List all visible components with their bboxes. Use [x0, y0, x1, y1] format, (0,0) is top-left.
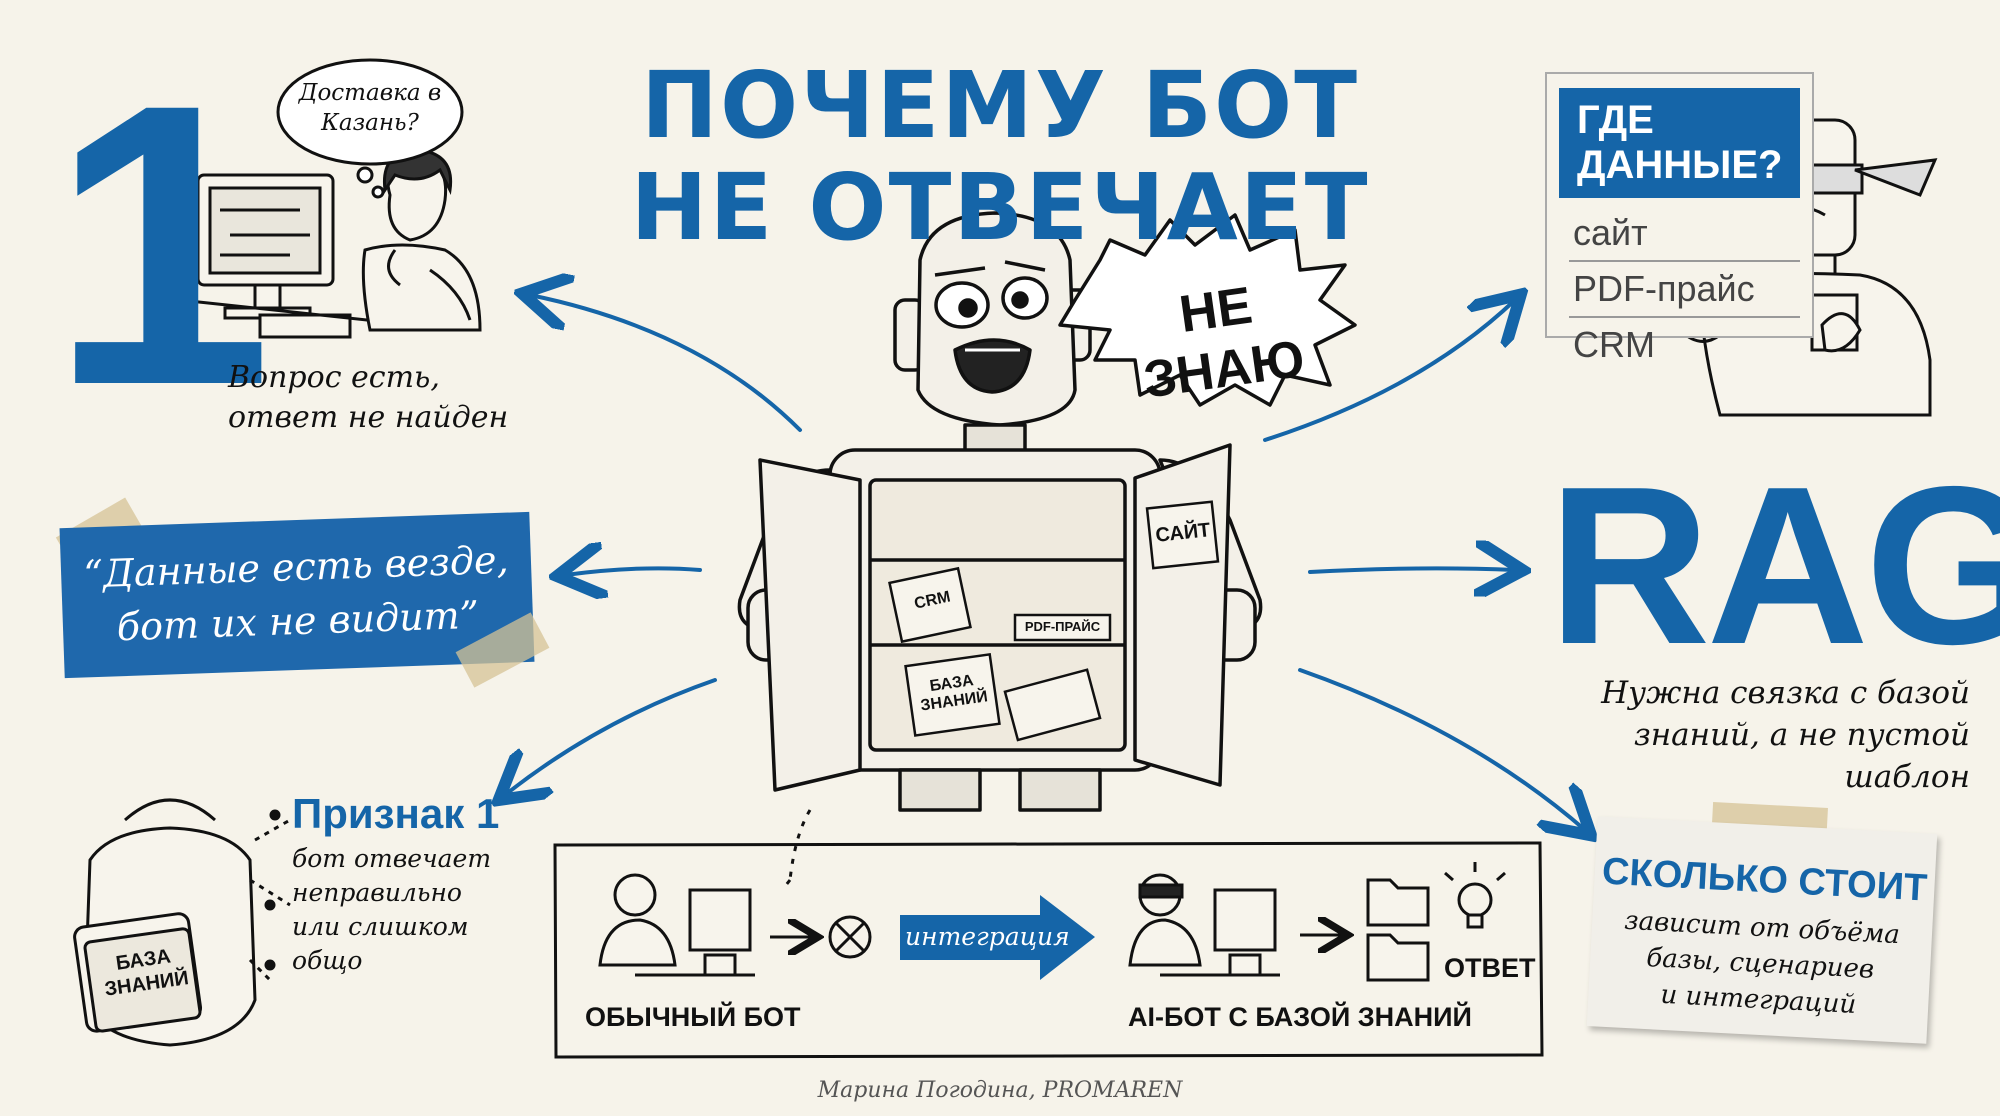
data-sources-heading: ГДЕ ДАННЫЕ? — [1559, 88, 1800, 198]
sign-line: общо — [292, 946, 363, 975]
author-credit: Марина Погодина, PROMAREN — [817, 1078, 1183, 1103]
cabinet-contents — [888, 500, 1220, 742]
sign-line: бот отвечает — [292, 844, 492, 873]
integration-arrow — [900, 895, 1095, 980]
label-pdf: PDF-ПРАЙС — [1024, 619, 1101, 634]
arrow-to-sign — [505, 678, 717, 795]
arrow-to-question — [530, 295, 802, 432]
flow-icons — [598, 862, 1506, 982]
data-sources-list: сайт PDF-прайс CRM — [1569, 206, 1800, 372]
data-source-item: PDF-прайс — [1569, 262, 1800, 318]
sign-panel: Признак 1 бот отвечает неправильно или с… — [292, 790, 522, 978]
connector-arrows — [505, 295, 1585, 830]
title-line-2: НЕ ОТВЕЧАЕТ — [630, 154, 1370, 261]
ordinary-bot-label: ОБЫЧНЫЙ БОТ — [585, 1002, 801, 1032]
arrow-to-data — [1263, 300, 1515, 442]
flow-frame — [553, 809, 1544, 1059]
arrow-to-cost — [1298, 668, 1585, 830]
cost-card: СКОЛЬКО СТОИТ зависит от объёма базы, сц… — [1586, 816, 1938, 1044]
answer-label: ОТВЕТ — [1444, 953, 1536, 983]
rag-acronym: RAG — [1548, 439, 2000, 691]
page-title: ПОЧЕМУ БОТ НЕ ОТВЕЧАЕТ — [600, 55, 1400, 259]
quote-text: “Данные есть везде, бот их не видит” — [60, 512, 534, 656]
sign-text: бот отвечает неправильно или слишком общ… — [292, 842, 522, 978]
title-line-1: ПОЧЕМУ БОТ — [641, 52, 1359, 159]
integration-label: интеграция — [905, 922, 1070, 951]
arrow-to-quote — [565, 568, 702, 575]
data-sources-panel: ГДЕ ДАННЫЕ? сайт PDF-прайс CRM — [1545, 72, 1814, 365]
sign-line: или слишком — [292, 912, 469, 941]
speech-burst — [1058, 213, 1357, 407]
sign-line: неправильно — [292, 878, 462, 907]
step-number: 1 — [50, 21, 273, 468]
thought-text: Доставка в Казань? — [298, 80, 442, 136]
computer-person-illustration — [179, 58, 482, 339]
question-caption-line-2: ответ не найден — [228, 400, 509, 435]
ai-bot-label: AI-БОТ С БАЗОЙ ЗНАНИЙ — [1128, 1002, 1472, 1032]
question-caption-line-1: Вопрос есть, — [228, 360, 440, 395]
sign-heading: Признак 1 — [292, 790, 500, 837]
data-source-item: CRM — [1573, 324, 1655, 365]
rag-caption-line-1: Нужна связка с базой — [1601, 675, 1970, 711]
question-caption: Вопрос есть, ответ не найден — [228, 358, 508, 438]
data-source-item: сайт — [1569, 206, 1800, 262]
cost-text: зависит от объёма базы, сценариев и инте… — [1588, 901, 1933, 1027]
rag-caption: Нужна связка с базой знаний, а не пустой… — [1510, 672, 1970, 798]
arrow-to-rag — [1308, 568, 1515, 572]
cost-heading: СКОЛЬКО СТОИТ — [1601, 850, 1929, 910]
backpack-illustration — [73, 798, 291, 1047]
rag-caption-line-2: знаний, а не пустой шаблон — [1633, 717, 1970, 795]
